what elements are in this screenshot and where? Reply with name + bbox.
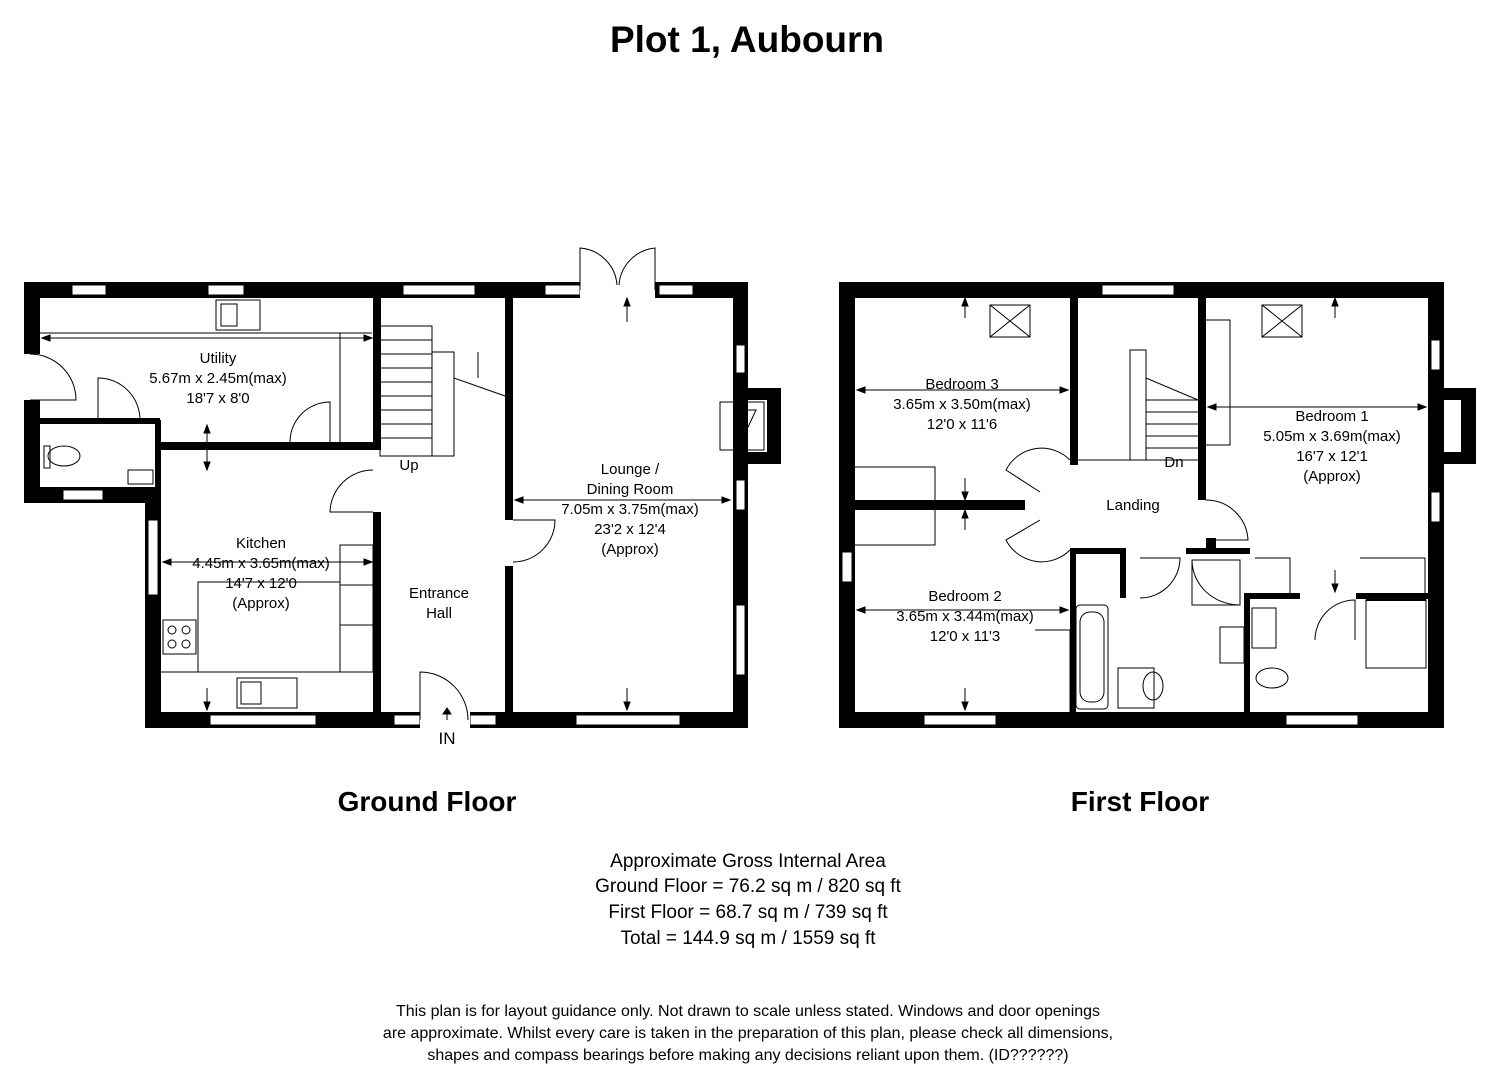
kitchen-note: (Approx) — [232, 595, 290, 612]
first-floor-fixtures — [855, 304, 1427, 712]
ground-floor-dimension-markers — [40, 296, 732, 720]
first-floor-doors — [1005, 447, 1356, 641]
disclaimer-line2: are approximate. Whilst every care is ta… — [383, 1025, 1113, 1042]
ground-floor-windows — [62, 284, 746, 726]
kitchen-metric: 4.45m x 3.65m(max) — [192, 555, 330, 572]
utility-label: Utility 5.67m x 2.45m(max) 18'7 x 8'0 — [149, 350, 287, 407]
bedroom3-imperial: 12'0 x 11'6 — [927, 416, 998, 433]
disclaimer: This plan is for layout guidance only. N… — [383, 1003, 1113, 1064]
lounge-label: Lounge / Dining Room 7.05m x 3.75m(max) … — [561, 461, 699, 558]
area-heading: Approximate Gross Internal Area — [610, 851, 886, 872]
entrance-hall-line1: Entrance — [409, 585, 469, 602]
entrance-hall-line2: Hall — [426, 605, 452, 622]
kitchen-name: Kitchen — [236, 535, 286, 552]
ground-floor-plan: Utility 5.67m x 2.45m(max) 18'7 x 8'0 Ki… — [24, 247, 781, 748]
first-floor-dimension-markers — [855, 296, 1428, 712]
bedroom1-name: Bedroom 1 — [1295, 408, 1368, 425]
bedroom1-note: (Approx) — [1303, 468, 1361, 485]
lounge-imperial: 23'2 x 12'4 — [594, 521, 666, 538]
lounge-line1: Lounge / — [601, 461, 660, 478]
entrance-hall-label: Entrance Hall — [409, 585, 469, 622]
first-floor-plan: Bedroom 3 3.65m x 3.50m(max) 12'0 x 11'6… — [839, 282, 1476, 728]
bedroom1-metric: 5.05m x 3.69m(max) — [1263, 428, 1401, 445]
area-total: Total = 144.9 sq m / 1559 sq ft — [620, 928, 876, 949]
bedroom3-label: Bedroom 3 3.65m x 3.50m(max) 12'0 x 11'6 — [893, 376, 1031, 433]
lounge-note: (Approx) — [601, 541, 659, 558]
bedroom3-metric: 3.65m x 3.50m(max) — [893, 396, 1031, 413]
bedroom1-label: Bedroom 1 5.05m x 3.69m(max) 16'7 x 12'1… — [1263, 408, 1401, 485]
landing-label: Landing — [1106, 497, 1159, 514]
lounge-metric: 7.05m x 3.75m(max) — [561, 501, 699, 518]
area-summary: Approximate Gross Internal Area Ground F… — [595, 851, 901, 949]
bedroom1-imperial: 16'7 x 12'1 — [1296, 448, 1368, 465]
plan-title: Plot 1, Aubourn — [610, 19, 884, 60]
bedroom2-metric: 3.65m x 3.44m(max) — [896, 608, 1034, 625]
disclaimer-line3: shapes and compass bearings before makin… — [427, 1047, 1068, 1064]
lounge-line2: Dining Room — [587, 481, 674, 498]
disclaimer-line1: This plan is for layout guidance only. N… — [396, 1003, 1100, 1020]
kitchen-imperial: 14'7 x 12'0 — [225, 575, 297, 592]
ground-floor-fixtures — [40, 299, 765, 709]
area-ground: Ground Floor = 76.2 sq m / 820 sq ft — [595, 876, 901, 897]
ground-floor-doors — [24, 247, 656, 730]
bedroom2-name: Bedroom 2 — [928, 588, 1001, 605]
utility-imperial: 18'7 x 8'0 — [186, 390, 249, 407]
ground-floor-title: Ground Floor — [338, 786, 517, 817]
first-floor-title: First Floor — [1071, 786, 1210, 817]
area-first: First Floor = 68.7 sq m / 739 sq ft — [608, 902, 888, 923]
utility-name: Utility — [200, 350, 237, 367]
bedroom2-imperial: 12'0 x 11'3 — [930, 628, 1001, 645]
stairs-up-label: Up — [399, 457, 418, 474]
bedroom3-name: Bedroom 3 — [925, 376, 998, 393]
bedroom2-label: Bedroom 2 3.65m x 3.44m(max) 12'0 x 11'3 — [896, 588, 1034, 645]
kitchen-label: Kitchen 4.45m x 3.65m(max) 14'7 x 12'0 (… — [192, 535, 330, 612]
utility-metric: 5.67m x 2.45m(max) — [149, 370, 287, 387]
entrance-marker: IN — [439, 729, 456, 748]
stairs-down-label: Dn — [1164, 454, 1183, 471]
first-floor-windows — [841, 284, 1441, 726]
